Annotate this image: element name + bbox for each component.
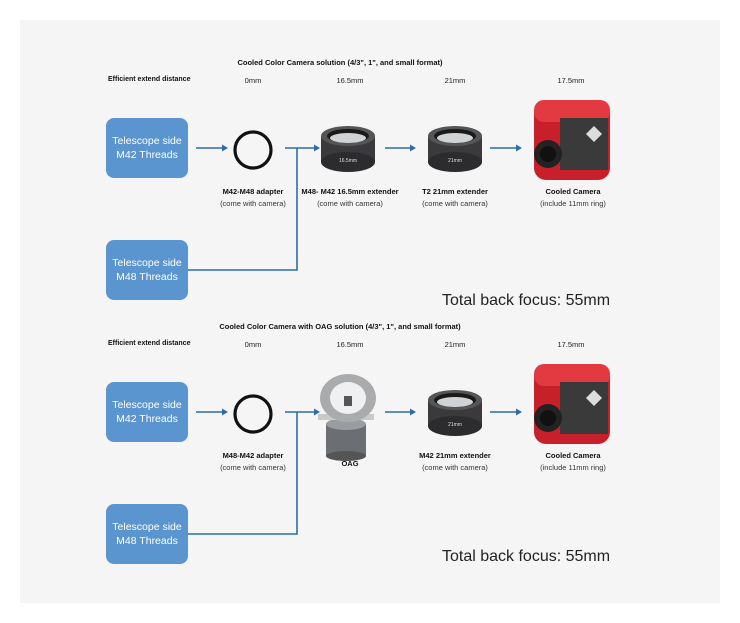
component-name: Cooled Camera [545,187,601,196]
total-back-focus: Total back focus: 55mm [442,548,611,565]
component-label: M42-M48 adapter (come with camera) [193,186,313,210]
component-name: Cooled Camera [545,451,601,460]
solution-section-2: Cooled Color Camera with OAG solution (4… [0,264,740,565]
component-name: OAG [341,459,359,468]
distance-value: 21mm [444,76,466,85]
distance-value: 17.5mm [557,76,585,85]
box-line1: Telescope side [112,521,182,533]
extender-image: 21mm [428,126,482,172]
extender-image: 21mm [428,390,482,436]
component-label: M42 21mm extender (come with camera) [395,450,515,474]
adapter-ring-image [233,394,273,434]
section-title: Cooled Color Camera with OAG solution (4… [219,322,461,331]
solution-section-1: Cooled Color Camera solution (4/3", 1", … [0,0,740,309]
section-title: Cooled Color Camera solution (4/3", 1", … [237,58,443,67]
extender-image: 16.5mm [321,126,375,172]
arrow-icon [285,144,320,152]
arrow-icon [490,408,522,416]
arrow-icon [196,144,228,152]
component-name: M48-M42 adapter [222,451,284,460]
arrow-icon [490,144,522,152]
box-line1: Telescope side [112,399,182,411]
distance-value: 16.5mm [336,340,364,349]
arrow-icon [385,144,416,152]
component-note: (come with camera) [422,463,488,472]
component-label: M48- M42 16.5mm extender (come with camer… [290,186,410,210]
box-line1: Telescope side [112,135,182,147]
component-name: T2 21mm extender [422,187,488,196]
component-name: M42-M48 adapter [222,187,284,196]
arrow-icon [285,408,320,416]
box-line2: M42 Threads [116,149,178,161]
adapter-ring-image [233,130,273,170]
box-line1: Telescope side [112,257,182,269]
component-note: (come with camera) [220,199,286,208]
component-note: (include 11mm ring) [540,463,606,472]
box-line2: M42 Threads [116,413,178,425]
total-back-focus: Total back focus: 55mm [442,292,611,309]
component-name: M42 21mm extender [419,451,491,460]
connector-line [188,148,298,271]
box-line2: M48 Threads [116,535,178,547]
connector-line [188,412,298,535]
distance-value: 0mm [244,76,262,85]
svg-text:21mm: 21mm [448,158,462,164]
component-note: (come with camera) [317,199,383,208]
svg-text:16.5mm: 16.5mm [339,158,357,164]
component-note: (include 11mm ring) [540,199,606,208]
arrow-icon [385,408,416,416]
component-note: (come with camera) [422,199,488,208]
component-label: Cooled Camera (include 11mm ring) [513,450,633,474]
extend-distance-label: Efficient extend distance [108,340,191,347]
cooled-camera-image [534,364,610,444]
extend-distance-label: Efficient extend distance [108,76,191,83]
component-name: M48- M42 16.5mm extender [301,187,399,196]
distance-value: 17.5mm [557,340,585,349]
component-note: (come with camera) [220,463,286,472]
arrow-icon [196,408,228,416]
svg-text:21mm: 21mm [448,422,462,428]
component-label: Cooled Camera (include 11mm ring) [513,186,633,210]
cooled-camera-image [534,100,610,180]
distance-value: 21mm [444,340,466,349]
distance-value: 16.5mm [336,76,364,85]
component-label: OAG [290,458,410,470]
component-label: M48-M42 adapter (come with camera) [193,450,313,474]
box-line2: M48 Threads [116,271,178,283]
distance-value: 0mm [244,340,262,349]
component-label: T2 21mm extender (come with camera) [395,186,515,210]
oag-image [318,374,376,461]
